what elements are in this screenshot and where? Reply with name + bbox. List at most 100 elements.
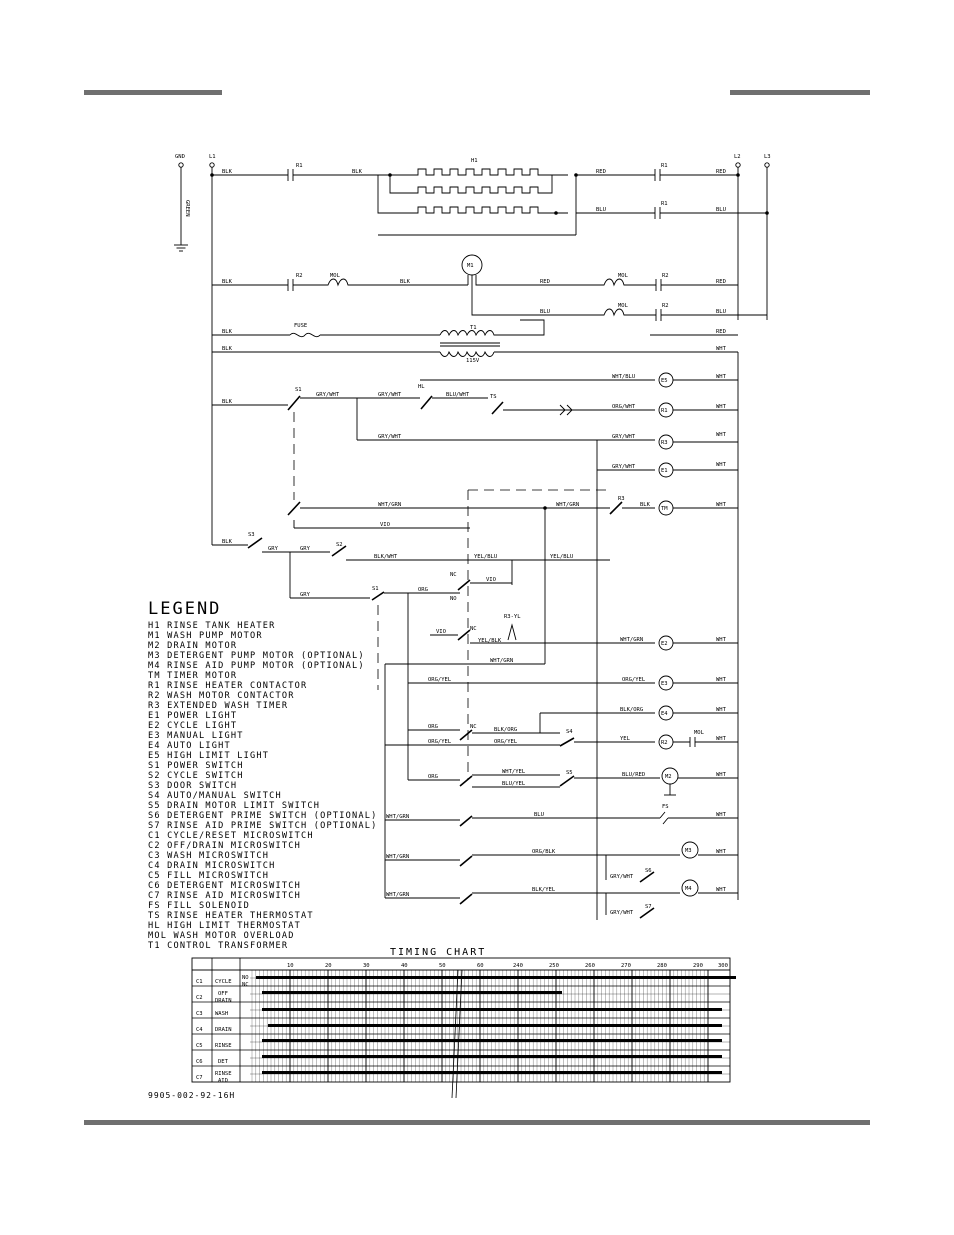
svg-text:WHT/GRN: WHT/GRN <box>386 854 409 860</box>
svg-text:S1: S1 <box>372 586 379 592</box>
svg-text:BLK: BLK <box>222 539 233 545</box>
m3-detergent-pump-icon <box>681 841 699 859</box>
control-circuit: BLK S1 GRY/WHT GRY/WHT HL BLU/WHT TS ORG… <box>212 372 738 920</box>
svg-text:WHT: WHT <box>716 637 727 643</box>
svg-text:ORG: ORG <box>418 587 428 593</box>
terminal-l3-label: L3 <box>764 154 771 160</box>
svg-text:R3-YL: R3-YL <box>504 614 521 620</box>
timing-chart-title: TIMING CHART <box>390 947 486 958</box>
svg-text:50: 50 <box>439 963 446 969</box>
svg-text:S2: S2 <box>336 542 343 548</box>
svg-text:NC: NC <box>470 724 477 730</box>
svg-text:WHT: WHT <box>716 462 727 468</box>
svg-text:BLK: BLK <box>640 502 651 508</box>
svg-text:BLU: BLU <box>596 207 606 213</box>
legend-title: LEGEND <box>148 599 221 619</box>
svg-text:FUSE: FUSE <box>294 323 307 329</box>
svg-text:GRY: GRY <box>300 546 311 552</box>
svg-text:E2 CYCLE LIGHT: E2 CYCLE LIGHT <box>148 721 237 731</box>
svg-text:E1 POWER LIGHT: E1 POWER LIGHT <box>148 711 237 721</box>
svg-text:GRY/WHT: GRY/WHT <box>612 434 636 440</box>
svg-text:WHT/GRN: WHT/GRN <box>620 637 643 643</box>
svg-text:RED: RED <box>540 279 550 285</box>
svg-text:NO: NO <box>242 975 249 981</box>
svg-text:HL HIGH LIMIT THERMOSTAT: HL HIGH LIMIT THERMOSTAT <box>148 921 301 931</box>
svg-text:R3: R3 <box>618 496 625 502</box>
svg-text:BLK: BLK <box>400 279 411 285</box>
svg-text:BLU: BLU <box>716 309 726 315</box>
svg-text:S5: S5 <box>566 770 573 776</box>
svg-text:WHT/GRN: WHT/GRN <box>378 502 401 508</box>
svg-text:BLU/WHT: BLU/WHT <box>446 392 470 398</box>
svg-text:R3: R3 <box>661 440 668 446</box>
svg-text:DRAIN: DRAIN <box>215 998 232 1004</box>
svg-text:HL: HL <box>418 384 425 390</box>
transformer-t1: BLK FUSE T1 115V RED BLK WHT <box>212 319 738 364</box>
svg-text:RED: RED <box>716 169 726 175</box>
svg-text:ORG/BLK: ORG/BLK <box>532 849 556 855</box>
svg-text:WHT: WHT <box>716 849 727 855</box>
svg-text:BLK/ORG: BLK/ORG <box>494 727 517 733</box>
svg-text:TS: TS <box>490 394 497 400</box>
svg-text:290: 290 <box>693 963 703 969</box>
svg-text:S1: S1 <box>295 387 302 393</box>
svg-text:WHT: WHT <box>716 887 727 893</box>
svg-text:270: 270 <box>621 963 631 969</box>
svg-text:ORG/YEL: ORG/YEL <box>428 739 452 745</box>
svg-text:BLU: BLU <box>540 309 550 315</box>
svg-text:MOL: MOL <box>618 273 629 279</box>
svg-text:WHT: WHT <box>716 432 727 438</box>
svg-text:R2: R2 <box>661 740 668 746</box>
ground-label: GREEN <box>184 200 190 217</box>
svg-text:GRY/WHT: GRY/WHT <box>378 392 402 398</box>
svg-text:S3 DOOR SWITCH: S3 DOOR SWITCH <box>148 781 237 791</box>
drawing-number: 9905-002-92-16H <box>148 1091 235 1100</box>
svg-text:WHT: WHT <box>716 502 727 508</box>
svg-text:T1 CONTROL TRANSFORMER: T1 CONTROL TRANSFORMER <box>148 941 288 951</box>
svg-text:GRY: GRY <box>300 592 311 598</box>
svg-text:C3: C3 <box>196 1011 203 1017</box>
svg-text:E4 AUTO LIGHT: E4 AUTO LIGHT <box>148 741 231 751</box>
svg-text:R3 EXTENDED WASH TIMER: R3 EXTENDED WASH TIMER <box>148 701 288 711</box>
svg-text:TS RINSE HEATER THERMOSTAT: TS RINSE HEATER THERMOSTAT <box>148 911 314 921</box>
svg-text:MOL WASH MOTOR OVERLOAD: MOL WASH MOTOR OVERLOAD <box>148 931 295 941</box>
svg-text:WHT/YEL: WHT/YEL <box>502 769 526 775</box>
svg-text:M4: M4 <box>685 886 692 892</box>
svg-text:R1: R1 <box>661 201 668 207</box>
header-rule-right <box>730 90 870 95</box>
svg-text:GRY/WHT: GRY/WHT <box>378 434 402 440</box>
terminal-l1-label: L1 <box>209 154 216 160</box>
svg-text:YEL: YEL <box>620 736 631 742</box>
svg-text:GRY/WHT: GRY/WHT <box>610 874 634 880</box>
svg-text:250: 250 <box>549 963 559 969</box>
svg-text:WHT: WHT <box>716 772 727 778</box>
svg-text:H1 RINSE TANK HEATER: H1 RINSE TANK HEATER <box>148 621 275 631</box>
svg-text:E2: E2 <box>661 641 668 647</box>
svg-text:NC: NC <box>470 626 477 632</box>
svg-text:R2: R2 <box>662 303 669 309</box>
svg-text:VIO: VIO <box>436 629 446 635</box>
svg-text:WHT/GRN: WHT/GRN <box>386 814 409 820</box>
svg-text:300: 300 <box>718 963 728 969</box>
svg-text:M2 DRAIN MOTOR: M2 DRAIN MOTOR <box>148 641 237 651</box>
svg-text:BLU: BLU <box>534 812 544 818</box>
svg-text:YEL/BLU: YEL/BLU <box>474 554 497 560</box>
svg-text:C7: C7 <box>196 1075 203 1081</box>
svg-text:BLK: BLK <box>352 169 363 175</box>
svg-text:DRAIN: DRAIN <box>215 1027 232 1033</box>
svg-text:MOL: MOL <box>694 730 705 736</box>
svg-text:BLK/ORG: BLK/ORG <box>620 707 643 713</box>
svg-text:BLK: BLK <box>222 169 233 175</box>
terminal-gnd-label: GND <box>175 154 185 160</box>
svg-text:40: 40 <box>401 963 408 969</box>
svg-text:M4 RINSE AID PUMP MOTOR (OPTI: M4 RINSE AID PUMP MOTOR (OPTIONAL) <box>148 661 365 671</box>
svg-text:BLK: BLK <box>222 399 233 405</box>
svg-text:S4 AUTO/MANUAL SWITCH: S4 AUTO/MANUAL SWITCH <box>148 791 282 801</box>
svg-text:WHT/GRN: WHT/GRN <box>556 502 579 508</box>
svg-text:MOL: MOL <box>618 303 629 309</box>
svg-text:C2 OFF/DRAIN MICROSWITCH: C2 OFF/DRAIN MICROSWITCH <box>148 841 301 851</box>
svg-text:BLK: BLK <box>222 329 233 335</box>
svg-text:C5: C5 <box>196 1043 203 1049</box>
m4-rinse-aid-pump-icon <box>681 879 699 897</box>
